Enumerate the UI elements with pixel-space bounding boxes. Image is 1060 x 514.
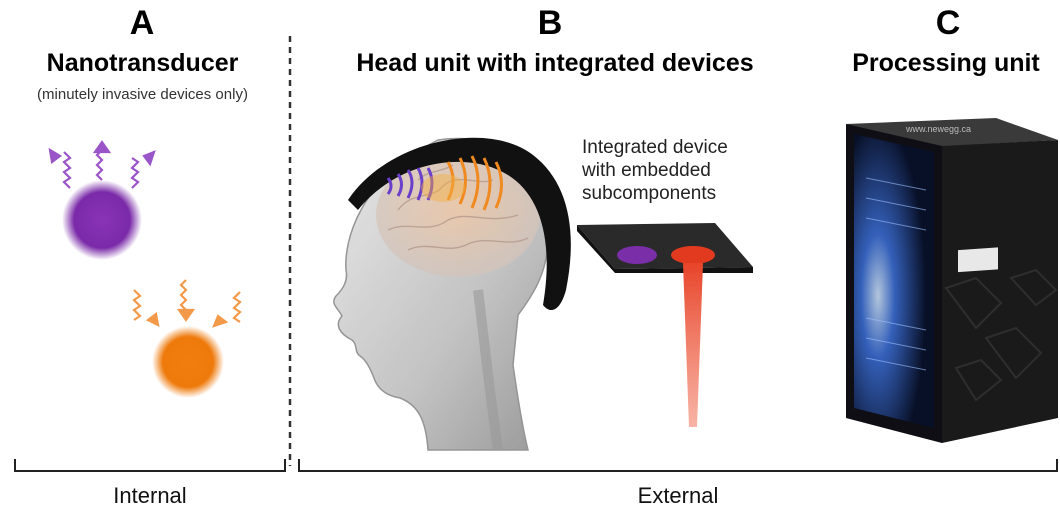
orange-waves-head (446, 155, 503, 211)
integrated-device (577, 223, 753, 427)
purple-nanoparticle (62, 180, 142, 260)
tower-side (942, 140, 1058, 443)
integrated-device-callout: Integrated device with embedded subcompo… (582, 136, 782, 206)
head-illustration (333, 137, 571, 451)
external-label: External (637, 483, 719, 508)
computer-tower: www.newegg.ca (846, 118, 1058, 443)
internal-label: Internal (113, 483, 187, 508)
panel-c-letter: C (935, 4, 961, 42)
callout-line-2: with embedded (582, 160, 711, 182)
panel-b-letter: B (537, 4, 563, 42)
red-beam (683, 263, 703, 427)
panel-c-title: Processing unit (852, 49, 1040, 77)
purple-wave-arrows (48, 140, 156, 189)
purple-beam (623, 264, 651, 422)
orange-nanoparticle (152, 326, 224, 398)
callout-line-1: Integrated device (582, 137, 728, 158)
panel-a-title: Nanotransducer (46, 49, 239, 77)
internal-bracket (14, 459, 286, 472)
purple-waves-head (386, 167, 434, 201)
tower-watermark: www.newegg.ca (905, 124, 971, 134)
panel-a-letter: A (129, 4, 155, 42)
orange-wave-arrows (132, 279, 242, 328)
nanotransducer-illustration (48, 140, 242, 398)
purple-emitter (617, 246, 657, 264)
tower-sticker (958, 247, 998, 273)
callout-line-3: subcomponents (582, 183, 717, 205)
external-bracket (298, 459, 1058, 472)
brain (376, 153, 540, 277)
dashed-divider (288, 36, 292, 466)
red-emitter (671, 246, 715, 264)
panel-b-title: Head unit with integrated devices (356, 49, 754, 77)
panel-a-subtitle: (minutely invasive devices only) (37, 86, 248, 103)
head-band (348, 137, 571, 311)
